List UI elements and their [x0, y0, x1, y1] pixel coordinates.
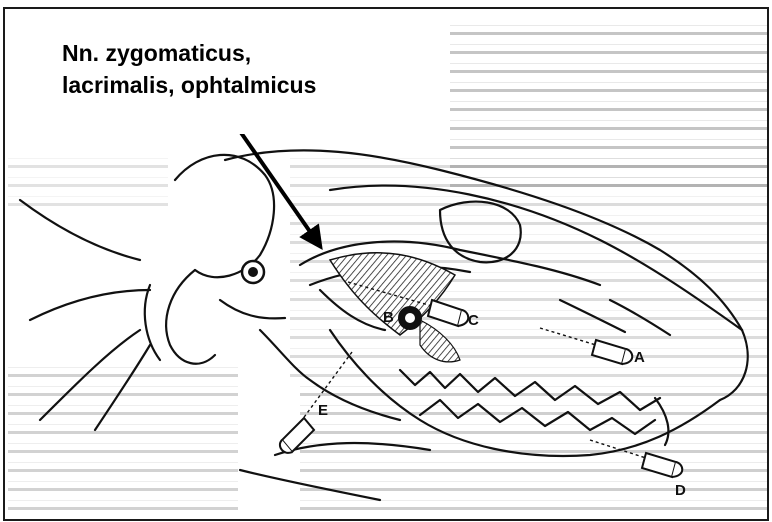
label-site-e: E	[318, 402, 328, 419]
annotation-line-2: lacrimalis, ophtalmicus	[62, 72, 316, 99]
label-site-b: B	[383, 309, 394, 326]
background-text-block-left	[8, 150, 238, 520]
annotation-line-1: Nn. zygomaticus,	[62, 40, 251, 67]
label-site-a: A	[634, 349, 645, 366]
label-site-d: D	[675, 482, 686, 499]
label-site-c: C	[468, 312, 479, 329]
